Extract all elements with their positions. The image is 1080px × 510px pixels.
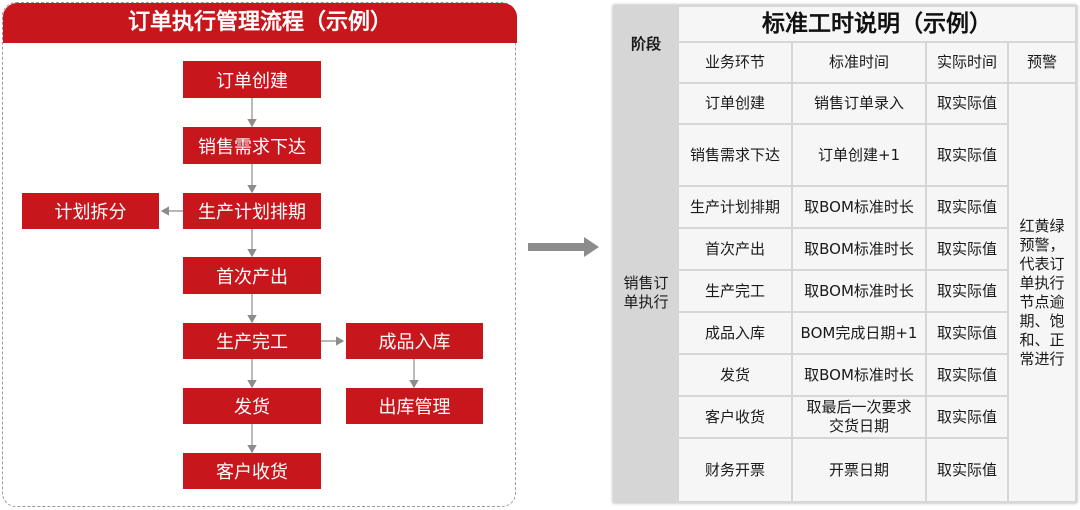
row-1-actual: 取实际值 bbox=[927, 84, 1007, 123]
row-2-step: 销售需求下达 bbox=[679, 125, 791, 185]
right-arrow-icon bbox=[528, 237, 599, 257]
standard-time-table: 标准工时说明（示例） 阶段 业务环节 标准时间 实际时间 预警 销售订单执行 红… bbox=[613, 5, 1077, 503]
flow-node-customer-receipt: 客户收货 bbox=[183, 453, 321, 489]
row-8-step: 客户收货 bbox=[679, 397, 791, 437]
row-5-standard: 取BOM标准时长 bbox=[793, 271, 925, 311]
row-4-step: 首次产出 bbox=[679, 229, 791, 269]
flow-node-first-output: 首次产出 bbox=[183, 257, 321, 294]
row-3-actual: 取实际值 bbox=[927, 187, 1007, 227]
row-8-actual: 取实际值 bbox=[927, 397, 1007, 437]
row-3-step: 生产计划排期 bbox=[679, 187, 791, 227]
row-7-step: 发货 bbox=[679, 355, 791, 395]
header-step: 业务环节 bbox=[679, 43, 791, 82]
row-5-actual: 取实际值 bbox=[927, 271, 1007, 311]
row-1-standard: 销售订单录入 bbox=[793, 84, 925, 123]
header-actual-time: 实际时间 bbox=[927, 43, 1007, 82]
header-stage: 阶段 bbox=[615, 7, 677, 82]
order-flow-panel: 订单执行管理流程（示例） bbox=[2, 2, 517, 507]
flow-node-production-schedule: 生产计划排期 bbox=[183, 193, 321, 229]
flow-node-plan-split: 计划拆分 bbox=[22, 193, 159, 229]
flow-node-shipping: 发货 bbox=[183, 388, 321, 424]
row-6-actual: 取实际值 bbox=[927, 313, 1007, 353]
row-7-actual: 取实际值 bbox=[927, 355, 1007, 395]
row-4-actual: 取实际值 bbox=[927, 229, 1007, 269]
row-6-step: 成品入库 bbox=[679, 313, 791, 353]
stage-cell: 销售订单执行 bbox=[615, 84, 677, 501]
flow-node-production-complete: 生产完工 bbox=[183, 323, 321, 359]
row-8-standard: 取最后一次要求交货日期 bbox=[793, 397, 925, 437]
row-9-standard: 开票日期 bbox=[793, 439, 925, 501]
row-5-step: 生产完工 bbox=[679, 271, 791, 311]
row-6-standard: BOM完成日期+1 bbox=[793, 313, 925, 353]
row-9-step: 财务开票 bbox=[679, 439, 791, 501]
row-9-actual: 取实际值 bbox=[927, 439, 1007, 501]
flow-node-sales-demand: 销售需求下达 bbox=[183, 127, 321, 164]
flow-node-outbound-mgmt: 出库管理 bbox=[346, 388, 483, 424]
flow-title: 订单执行管理流程（示例） bbox=[3, 3, 517, 43]
row-3-standard: 取BOM标准时长 bbox=[793, 187, 925, 227]
table-title: 标准工时说明（示例） bbox=[679, 7, 1075, 41]
row-7-standard: 取BOM标准时长 bbox=[793, 355, 925, 395]
row-2-actual: 取实际值 bbox=[927, 125, 1007, 185]
flow-node-order-create: 订单创建 bbox=[183, 61, 321, 98]
header-standard-time: 标准时间 bbox=[793, 43, 925, 82]
row-4-standard: 取BOM标准时长 bbox=[793, 229, 925, 269]
header-warning: 预警 bbox=[1009, 43, 1075, 82]
row-2-standard: 订单创建+1 bbox=[793, 125, 925, 185]
flow-node-finished-storage: 成品入库 bbox=[346, 323, 483, 359]
warning-cell: 红黄绿预警，代表订单执行节点逾期、饱和、正常进行 bbox=[1009, 84, 1075, 501]
row-1-step: 订单创建 bbox=[679, 84, 791, 123]
